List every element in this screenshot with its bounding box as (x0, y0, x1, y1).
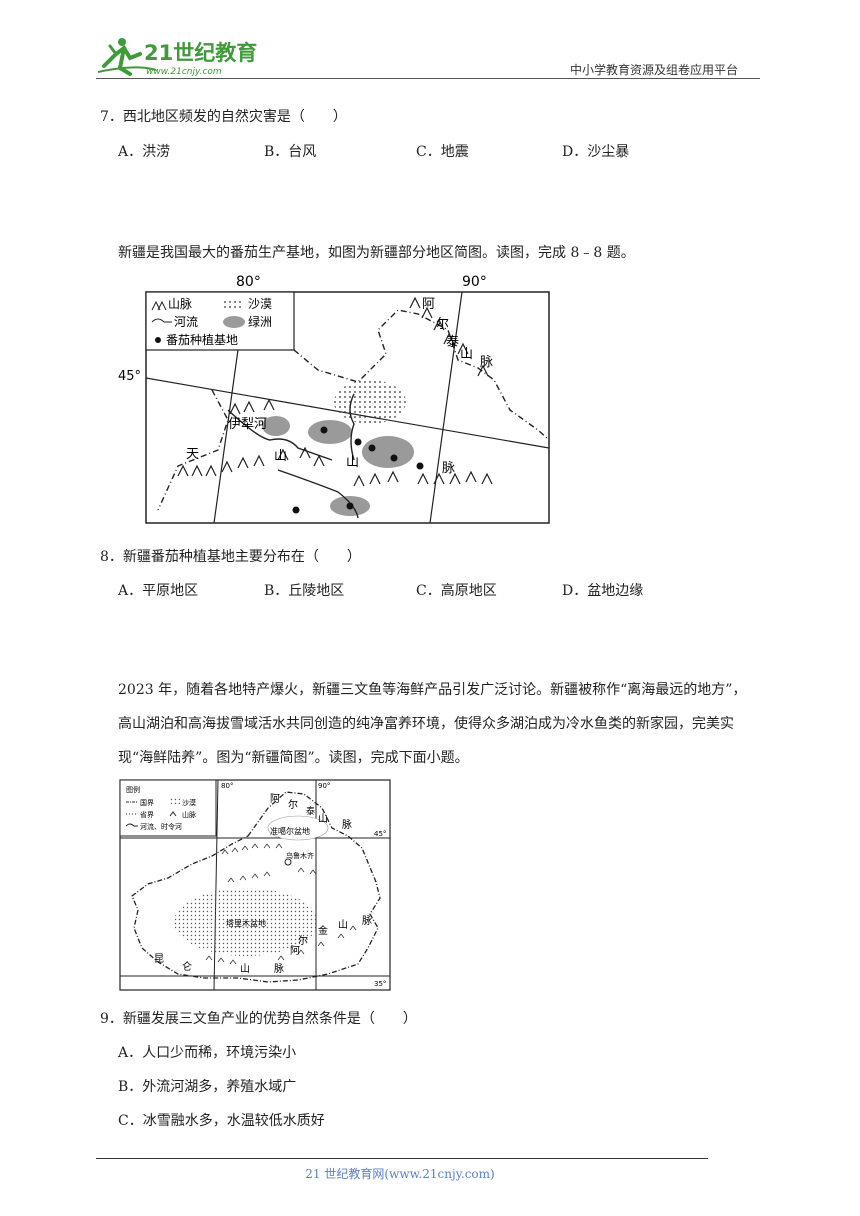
q9-option-b: B．外流河湖多，养殖水域广 (118, 1079, 297, 1095)
question-8-intro: 新疆是我国最大的番茄生产基地，如图为新疆部分地区简图。读图，完成 8﹣8 题。 (118, 245, 635, 261)
footer-divider (96, 1158, 708, 1159)
oasis (262, 416, 290, 436)
xinjiang-simple-map: 80° 90° 45° 35° 阿 尔 泰 山 脉 准噶尔盆地 乌鲁木齐 塔里木… (119, 779, 391, 991)
platform-title: 中小学教育资源及组卷应用平台 (570, 63, 739, 77)
svg-text:阿: 阿 (422, 297, 435, 312)
svg-text:河流、时令河: 河流、时令河 (140, 822, 182, 831)
svg-text:阿: 阿 (270, 793, 280, 805)
map1-lon-90: 90° (462, 274, 487, 290)
q8-option-c: C．高原地区 (416, 583, 497, 599)
map1-lon-80: 80° (236, 274, 261, 290)
svg-text:脉: 脉 (442, 461, 455, 476)
svg-text:35°: 35° (374, 980, 386, 988)
oasis (308, 420, 352, 444)
svg-text:尔: 尔 (298, 934, 308, 947)
svg-text:沙漠: 沙漠 (182, 798, 196, 807)
oasis (362, 436, 414, 468)
q8-option-a: A．平原地区 (118, 583, 199, 599)
q7-option-d: D．沙尘暴 (562, 144, 630, 160)
svg-text:乌鲁木齐: 乌鲁木齐 (286, 851, 314, 860)
svg-text:尔: 尔 (288, 798, 298, 811)
svg-text:图例: 图例 (126, 785, 140, 794)
svg-text:山: 山 (338, 919, 348, 931)
svg-text:绿洲: 绿洲 (248, 314, 272, 329)
header-divider (96, 78, 760, 79)
q9-option-a: A．人口少而稀，环境污染小 (118, 1045, 297, 1061)
svg-text:脉: 脉 (274, 962, 284, 975)
svg-text:沙漠: 沙漠 (248, 297, 272, 311)
q9-option-c: C．冰雪融水多，水温较低水质好 (118, 1113, 325, 1129)
svg-text:仑: 仑 (182, 960, 192, 973)
svg-text:山: 山 (240, 963, 250, 975)
svg-text:山脉: 山脉 (168, 296, 192, 311)
svg-text:山: 山 (346, 455, 359, 470)
svg-text:泰: 泰 (306, 805, 315, 817)
svg-text:准噶尔盆地: 准噶尔盆地 (270, 826, 310, 836)
question-8-stem: 8．新疆番茄种植基地主要分布在（ ） (100, 549, 361, 565)
logo-text: 21世纪教育 (144, 41, 257, 65)
q7-option-b: B．台风 (264, 144, 317, 160)
svg-text:脉: 脉 (480, 355, 493, 370)
svg-text:80°: 80° (221, 782, 233, 790)
svg-text:金: 金 (318, 924, 328, 937)
svg-text:45°: 45° (374, 830, 386, 838)
q7-option-c: C．地震 (416, 144, 469, 160)
svg-text:脉: 脉 (342, 818, 352, 831)
svg-text:尔: 尔 (436, 317, 449, 332)
svg-text:泰: 泰 (446, 335, 459, 350)
runner-icon (97, 38, 157, 76)
map1-frame (145, 291, 550, 524)
map1-legend (145, 291, 295, 351)
svg-text:番茄种植基地: 番茄种植基地 (166, 332, 238, 347)
svg-text:昆: 昆 (154, 953, 164, 965)
svg-text:省界: 省界 (140, 810, 154, 819)
tomato-bases (292, 426, 424, 514)
map2-legend (119, 779, 217, 837)
q8-option-d: D．盆地边缘 (562, 583, 644, 599)
svg-text:山脉: 山脉 (182, 810, 196, 819)
svg-text:山: 山 (318, 813, 328, 825)
svg-text:脉: 脉 (362, 914, 372, 927)
svg-text:塔里木盆地: 塔里木盆地 (226, 918, 266, 928)
xinjiang-tomato-map: 80° 90° 45° 阿 尔 泰 山 脉 伊犁河 天 山 山 脉 山脉 沙漠 … (118, 274, 550, 524)
question-9-intro: 2023 年，随着各地特产爆火，新疆三文鱼等海鲜产品引发广泛讨论。新疆被称作“离… (118, 682, 747, 766)
svg-text:伊犁河: 伊犁河 (228, 417, 267, 432)
urumqi-marker (284, 858, 292, 866)
svg-text:山: 山 (274, 449, 287, 464)
q8-option-b: B．丘陵地区 (264, 583, 345, 599)
svg-text:阿: 阿 (290, 945, 300, 957)
question-9-stem: 9．新疆发展三文鱼产业的优势自然条件是（ ） (100, 1011, 417, 1027)
svg-text:河流: 河流 (174, 315, 198, 329)
question-7-stem: 7．西北地区频发的自然灾害是（ ） (100, 109, 347, 125)
desert-area (334, 380, 406, 424)
svg-text:天: 天 (186, 447, 199, 462)
q7-option-a: A．洪涝 (118, 144, 171, 160)
map1-lat-45: 45° (118, 369, 141, 384)
svg-text:90°: 90° (318, 782, 330, 790)
footer-text: 21 世纪教育网(www.21cnjy.com) (305, 1167, 495, 1181)
svg-text:山: 山 (460, 347, 473, 362)
logo-url: www.21cnjy.com (146, 67, 222, 77)
site-logo: 21世纪教育 www.21cnjy.com (97, 38, 257, 77)
svg-text:国界: 国界 (140, 799, 154, 807)
